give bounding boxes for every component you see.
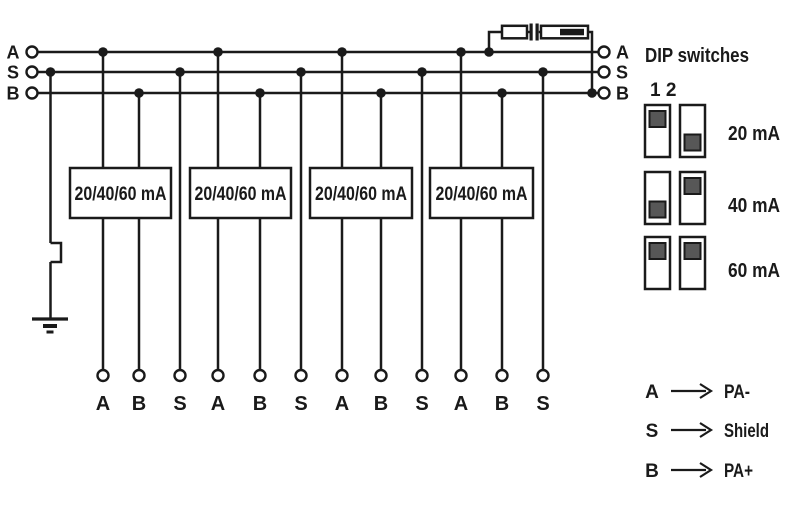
channel-box-3: [308, 166, 414, 220]
terminal-label: A: [96, 393, 110, 415]
channel-columns: [98, 47, 548, 370]
terminal-label: S: [294, 393, 307, 415]
channel-box-4: [428, 166, 535, 220]
bottom-terminal: [211, 368, 225, 383]
bottom-terminal: [335, 368, 349, 383]
legend-key: S: [646, 421, 659, 442]
right-terminal-a: [597, 45, 611, 59]
dip-row-label: 20 mA: [728, 123, 780, 145]
dip-switch-knob: [648, 200, 667, 219]
dip-switches-title: DIP switches: [645, 45, 749, 67]
resistor-icon: [500, 24, 529, 40]
signal-legend: A PA- S Shield B PA+: [645, 382, 769, 482]
terminal-label: A: [454, 393, 468, 415]
dip-row-40ma: 40 mA: [643, 170, 780, 226]
channel-box-label: 20/40/60 mA: [75, 184, 167, 205]
capacitor-icon: [529, 23, 539, 41]
right-terminal-b: [597, 86, 611, 100]
left-terminals: A S B: [7, 43, 39, 104]
termination-network: [484, 23, 597, 98]
channel-box-2: [188, 166, 293, 220]
dip-switch-knob: [648, 110, 667, 128]
right-terminal-s: [597, 65, 611, 79]
bus-label-right-b: B: [616, 84, 629, 104]
dip-switch-knob: [683, 242, 702, 260]
legend-row-a: A PA-: [645, 382, 750, 403]
terminal-label: B: [253, 393, 267, 415]
bus-label-left-s: S: [7, 63, 19, 83]
terminal-label: A: [211, 393, 225, 415]
arrow-right-icon: [671, 383, 714, 399]
terminal-label: B: [374, 393, 388, 415]
dip-switch-knob: [683, 133, 702, 152]
ground-branch: [32, 67, 68, 334]
bottom-terminals: A B S A B S A B S A B S: [96, 368, 550, 415]
dip-switch-knob: [648, 242, 667, 260]
legend-row-s: S Shield: [646, 421, 769, 442]
channel-box-label: 20/40/60 mA: [195, 184, 287, 205]
dip-columns-label: 1 2: [650, 80, 676, 101]
bottom-terminal: [374, 368, 388, 383]
right-terminals: A S B: [597, 43, 629, 104]
bottom-terminal: [454, 368, 468, 383]
channel-box-1: [68, 166, 173, 220]
channel-box-label: 20/40/60 mA: [436, 184, 528, 205]
dip-switch-knob: [683, 177, 702, 195]
bottom-terminal: [495, 368, 509, 383]
legend-value: Shield: [724, 421, 769, 442]
termination-wire-left: [487, 30, 502, 52]
arrow-right-icon: [671, 422, 714, 438]
legend-key: A: [645, 382, 659, 403]
terminal-label: S: [415, 393, 428, 415]
bus-label-left-b: B: [7, 84, 20, 104]
termination-wire-right: [588, 30, 594, 93]
bottom-terminal: [415, 368, 429, 383]
bus-label-left-a: A: [7, 43, 20, 63]
legend-value: PA+: [724, 461, 753, 482]
left-terminal-b: [25, 86, 39, 100]
terminal-label: S: [173, 393, 186, 415]
channel-box-label: 20/40/60 mA: [315, 184, 407, 205]
terminal-label: S: [536, 393, 549, 415]
inductor-icon: [539, 24, 590, 40]
legend-value: PA-: [724, 382, 750, 403]
bottom-terminal: [294, 368, 308, 383]
bottom-terminal: [536, 368, 550, 383]
channel-boxes: 20/40/60 mA 20/40/60 mA 20/40/60 mA 20/4…: [68, 166, 535, 220]
arrow-right-icon: [671, 462, 714, 478]
bottom-terminal: [132, 368, 146, 383]
dip-row-20ma: 20 mA: [643, 103, 780, 159]
dip-row-60ma: 60 mA: [643, 235, 780, 291]
disconnect-link-icon: [50, 241, 63, 264]
legend-row-b: B PA+: [645, 461, 753, 482]
terminal-label: B: [495, 393, 509, 415]
bottom-terminal: [173, 368, 187, 383]
left-terminal-s: [25, 65, 39, 79]
junction-dot: [587, 88, 597, 98]
bus-label-right-s: S: [616, 63, 628, 83]
dip-row-label: 40 mA: [728, 195, 780, 217]
bus-label-right-a: A: [616, 43, 629, 63]
terminal-label: A: [335, 393, 349, 415]
bottom-terminal: [253, 368, 267, 383]
dip-switch-panel: DIP switches 1 2 20 mA 40 mA 60 mA: [643, 45, 780, 291]
bus-lines: [37, 50, 598, 95]
legend-key: B: [645, 461, 659, 482]
earth-ground-icon: [32, 317, 68, 334]
bottom-terminal: [96, 368, 110, 383]
terminal-label: B: [132, 393, 146, 415]
dip-row-label: 60 mA: [728, 260, 780, 282]
left-terminal-a: [25, 45, 39, 59]
